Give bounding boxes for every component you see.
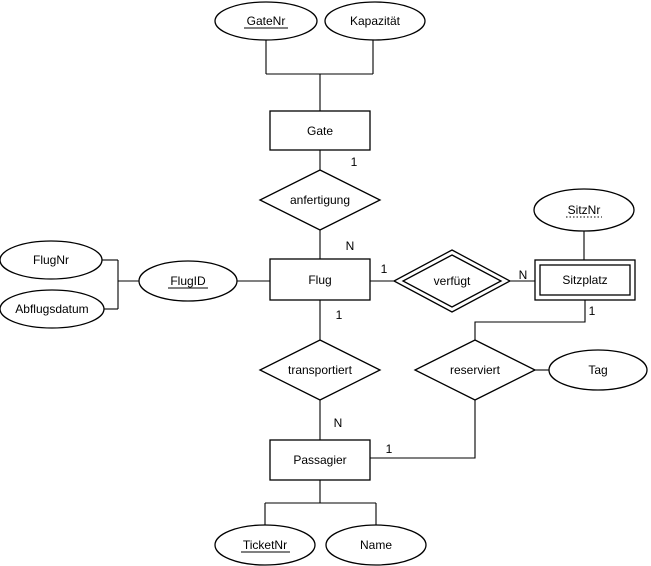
- entity-flug[interactable]: Flug: [269, 258, 371, 301]
- attribute-sitznr-label: SitzNr: [568, 203, 601, 217]
- cardinality-flug-verfuegt: 1: [381, 262, 388, 276]
- attribute-gatenr-ellipse: [214, 1, 318, 41]
- attribute-flugid-label: FlugID: [170, 274, 206, 288]
- entity-sitzplatz[interactable]: Sitzplatz: [534, 259, 636, 301]
- attribute-sitznr[interactable]: SitzNr: [533, 188, 635, 232]
- relationship-anfertigung-label: anfertigung: [290, 193, 350, 207]
- cardinality-anfertigung-flug: N: [346, 239, 355, 253]
- attribute-flugid[interactable]: FlugID: [138, 260, 238, 302]
- relationship-verfuegt[interactable]: verfügt: [392, 249, 512, 313]
- attribute-ticketnr-ellipse: [214, 524, 316, 566]
- relationship-reserviert[interactable]: reserviert: [413, 339, 537, 401]
- attribute-tag-ellipse: [548, 349, 648, 391]
- relationship-verfuegt-inner-diamond: [401, 254, 503, 308]
- relationship-anfertigung-diamond: [258, 169, 382, 231]
- attribute-flugnr[interactable]: FlugNr: [0, 240, 103, 280]
- cardinality-transportiert-passagier: N: [334, 416, 343, 430]
- attribute-name-label: Name: [360, 538, 392, 552]
- edge-sitzplatz-reserviert: [474, 300, 586, 340]
- attribute-ticketnr-label: TicketNr: [243, 538, 287, 552]
- relationship-transportiert[interactable]: transportiert: [258, 339, 382, 401]
- entity-flug-label: Flug: [308, 273, 331, 287]
- relationship-reserviert-diamond: [413, 339, 537, 401]
- attribute-tag-label: Tag: [588, 363, 607, 377]
- entity-gate-box: [269, 110, 371, 151]
- relationship-transportiert-label: transportiert: [288, 363, 353, 377]
- attribute-gatenr-label: GateNr: [247, 14, 286, 28]
- entity-gate-label: Gate: [307, 124, 333, 138]
- relationship-anfertigung[interactable]: anfertigung: [258, 169, 382, 231]
- entity-passagier[interactable]: Passagier: [269, 439, 371, 481]
- attribute-kapazitaet-ellipse: [324, 1, 426, 41]
- entity-gate[interactable]: Gate: [269, 110, 371, 151]
- entity-passagier-box: [269, 439, 371, 481]
- attribute-abflugsdatum-label: Abflugsdatum: [15, 302, 88, 316]
- edge-reserviert-passagier: [370, 400, 476, 459]
- entity-sitzplatz-inner-box: [539, 264, 631, 296]
- attribute-kapazitaet[interactable]: Kapazität: [324, 1, 426, 41]
- attribute-flugid-ellipse: [138, 260, 238, 302]
- cardinality-gate-anfertigung: 1: [351, 155, 358, 169]
- entity-passagier-label: Passagier: [293, 453, 346, 467]
- attribute-tag[interactable]: Tag: [548, 349, 648, 391]
- cardinality-flug-transportiert: 1: [336, 308, 343, 322]
- attribute-name[interactable]: Name: [325, 524, 427, 566]
- relationship-verfuegt-label: verfügt: [434, 274, 471, 288]
- attribute-kapazitaet-label: Kapazität: [350, 14, 401, 28]
- attribute-abflugsdatum-ellipse: [0, 289, 105, 329]
- attribute-ticketnr[interactable]: TicketNr: [214, 524, 316, 566]
- attribute-sitznr-ellipse: [533, 188, 635, 232]
- entity-sitzplatz-label: Sitzplatz: [562, 273, 607, 287]
- entity-flug-box: [269, 258, 371, 301]
- relationship-transportiert-diamond: [258, 339, 382, 401]
- attribute-gatenr[interactable]: GateNr: [214, 1, 318, 41]
- relationship-reserviert-label: reserviert: [450, 363, 501, 377]
- attribute-abflugsdatum[interactable]: Abflugsdatum: [0, 289, 105, 329]
- cardinality-passagier-reserviert: 1: [386, 442, 393, 456]
- cardinality-verfuegt-sitzplatz: N: [519, 268, 528, 282]
- attribute-flugnr-label: FlugNr: [33, 253, 69, 267]
- attribute-name-ellipse: [325, 524, 427, 566]
- cardinality-sitzplatz-reserviert: 1: [589, 304, 596, 318]
- attribute-flugnr-ellipse: [0, 240, 103, 280]
